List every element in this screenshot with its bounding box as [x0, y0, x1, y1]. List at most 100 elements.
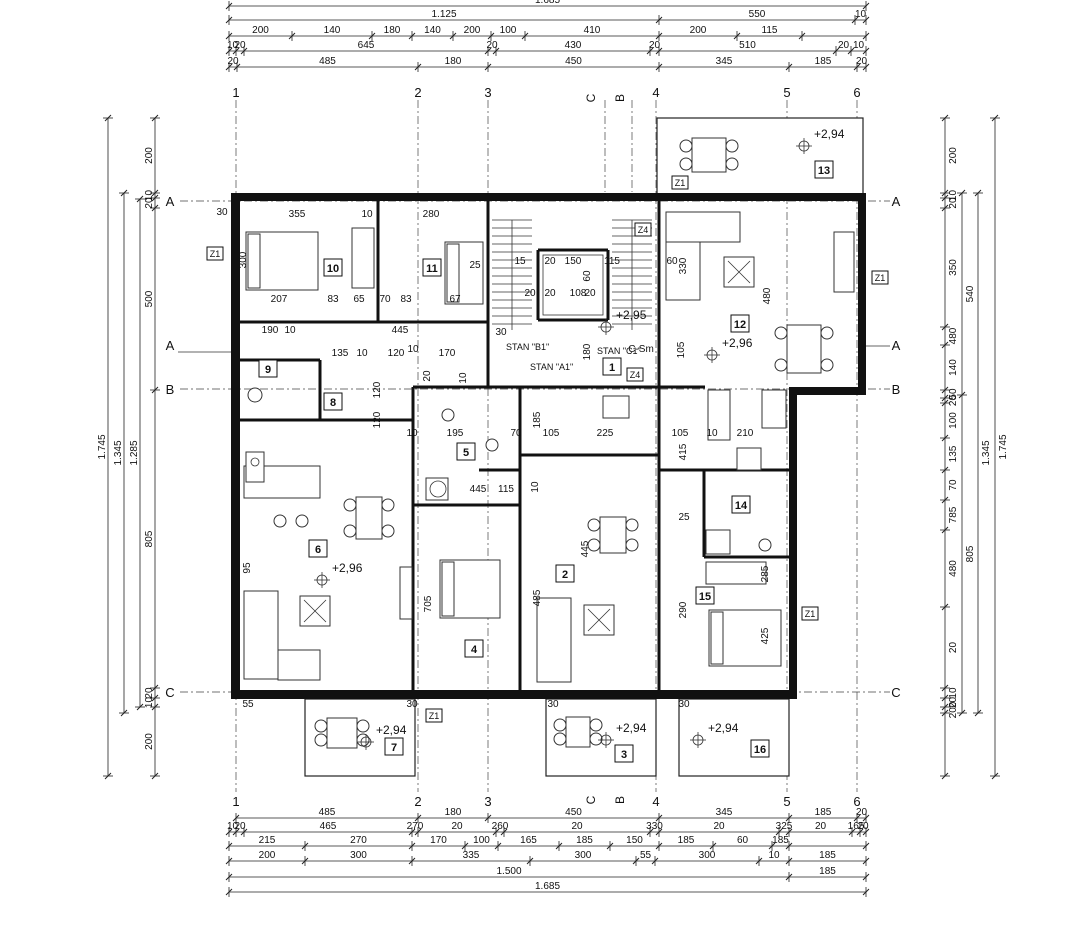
interior-dimension: 20 [584, 288, 596, 299]
interior-dimension: 105 [672, 428, 689, 439]
sofa-6 [243, 590, 279, 680]
dim-bot-row2-value: 20 [451, 821, 463, 832]
interior-dimension: 10 [530, 481, 541, 493]
balcony-3-table-chair [553, 732, 567, 746]
dim-top-row2-value: 1.125 [431, 9, 456, 20]
fridge-12 [761, 389, 787, 429]
room-number: 14 [735, 500, 748, 512]
stove-2 [602, 395, 630, 419]
counter-12 [707, 389, 731, 441]
dim-bot-row5-value: 1.500 [496, 866, 521, 877]
wc-5 [441, 408, 455, 422]
room-number: 9 [265, 364, 271, 376]
axis-letter-left: B [166, 382, 175, 397]
dim-right-row4-value: 350 [948, 259, 959, 276]
interior-dimension: 30 [678, 699, 690, 710]
dining-12-chair [820, 358, 834, 372]
dim-top-row3-value: 200 [464, 25, 481, 36]
dim-top-row3-value: 200 [252, 25, 269, 36]
room-number: 11 [426, 263, 438, 275]
dining-6-table [355, 496, 383, 540]
balcony-3-table-chair [589, 718, 603, 732]
interior-dimension: 190 [262, 325, 279, 336]
dim-right-row4-value: 10 [948, 190, 959, 202]
dim-left-total-value: 1.745 [97, 434, 108, 459]
room-number-box [258, 359, 278, 378]
dim-bot-row1-value: 20 [856, 807, 868, 818]
balcony-13-table-chair [725, 139, 739, 153]
axis-number-top: 2 [414, 85, 421, 100]
balcony-13-table-chair [679, 157, 693, 171]
window-tag: Z4 [638, 225, 649, 235]
interior-dimension: 10 [407, 344, 419, 355]
interior-dimension: 210 [737, 428, 754, 439]
interior-dimension: 60 [582, 270, 593, 282]
dim-bot-row3-value: 185 [576, 835, 593, 846]
axis-letter-right: B [892, 382, 901, 397]
interior-dimension: 25 [469, 260, 481, 271]
interior-dimension: 10 [361, 209, 373, 220]
washer-5-drum [429, 480, 447, 498]
window-tag-box [671, 175, 689, 190]
burner [250, 457, 260, 467]
room-number-box [323, 392, 343, 411]
dim-right-row3-value: 805 [965, 545, 976, 562]
dim-bot-row3-value: 150 [626, 835, 643, 846]
window-tag-box [206, 246, 224, 261]
interior-dimension: 10 [706, 428, 718, 439]
stove-6 [245, 451, 265, 483]
dim-top-row4-value: 20 [649, 40, 661, 51]
wc-5b [485, 438, 499, 452]
interior-dimension: 445 [470, 484, 487, 495]
room-number: 16 [754, 744, 766, 756]
section-b-top: B [613, 94, 627, 102]
dim-top-row5-value: 185 [815, 56, 832, 67]
wc-14 [758, 538, 772, 552]
interior-dimension: 55 [242, 699, 254, 710]
dim-right-row4-value: 20 [948, 697, 959, 709]
window-tag: Z1 [210, 249, 221, 259]
interior-dimension: 30 [495, 327, 507, 338]
dim-bot-total-value: 1.685 [535, 881, 560, 892]
dim-bot-row2-value: 20 [815, 821, 827, 832]
window-tag: Z1 [675, 178, 686, 188]
balcony-3-table-chair [589, 732, 603, 746]
dim-left-row4-value: 500 [144, 290, 155, 307]
dim-bot-row3-value: 185 [772, 835, 789, 846]
dim-bot-row2-value: 465 [320, 821, 337, 832]
dim-bot-row4-value: 300 [350, 850, 367, 861]
room-number: 4 [471, 644, 478, 656]
dim-top-row4-value: 645 [358, 40, 375, 51]
interior-dimension: 225 [597, 428, 614, 439]
room-4-pillow [441, 561, 455, 617]
dim-top-row4-value: 430 [565, 40, 582, 51]
room-number: 2 [562, 569, 568, 581]
dim-right-row4-value: 135 [948, 445, 959, 462]
interior-dimension: 445 [580, 540, 591, 557]
dim-right-row4-value: 70 [948, 479, 959, 491]
sofa-6-side [277, 649, 321, 681]
room-number-box [464, 639, 484, 658]
section-a-right-label: A [892, 338, 901, 353]
lamp-6-x [303, 599, 327, 623]
stool-6 [273, 514, 287, 528]
dim-bot-row3-value: 270 [350, 835, 367, 846]
axis-letter-right: A [892, 194, 901, 209]
window-tag-box [634, 222, 652, 237]
level-value: +2,94 [616, 721, 647, 735]
dining-6-chair [343, 524, 357, 538]
dim-bot-row2-value: 20 [234, 821, 246, 832]
axis-number-bottom: 2 [414, 794, 421, 809]
window-tag-box [425, 708, 443, 723]
dim-top-row5-value: 180 [445, 56, 462, 67]
dim-bot-row5-value: 185 [819, 866, 836, 877]
room-number-box [422, 258, 442, 277]
room-number-box [731, 495, 751, 514]
interior-dimension: 83 [400, 294, 412, 305]
dim-top-row3-value: 140 [324, 25, 341, 36]
interior-dimension: 485 [532, 589, 543, 606]
room-number: 15 [699, 591, 711, 603]
room-number: 8 [330, 397, 336, 409]
balcony-3-table-table [565, 716, 591, 748]
